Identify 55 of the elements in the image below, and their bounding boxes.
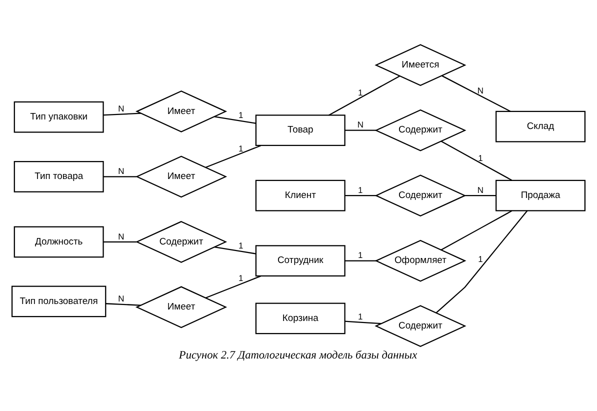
connector	[103, 112, 141, 116]
edge-label: 1	[358, 250, 363, 260]
node-diamond: Имеется	[374, 44, 466, 86]
node-box: Тип пользователя	[11, 286, 106, 318]
connector	[103, 241, 136, 242]
connector	[440, 140, 512, 181]
node-box: Тип упаковки	[14, 101, 104, 133]
connector	[205, 276, 262, 298]
node-box: Тип товара	[14, 160, 104, 192]
connector	[345, 195, 376, 196]
node-box: Клиент	[255, 180, 346, 212]
edge-label: N	[357, 120, 364, 130]
connector	[345, 260, 376, 262]
node-diamond: Имеет	[135, 90, 228, 132]
edge-label: 1	[358, 312, 363, 322]
edge-label: N	[118, 166, 124, 176]
node-box: Корзина	[255, 302, 346, 334]
node-box: Склад	[496, 110, 586, 142]
connector	[214, 116, 256, 124]
edge-label: 1	[238, 240, 244, 251]
edge-label: 1	[238, 110, 244, 120]
node-diamond: Имеет	[135, 156, 228, 198]
connector	[465, 195, 496, 196]
node-diamond: Содержит	[374, 109, 466, 152]
connector	[345, 130, 376, 131]
connector	[440, 210, 512, 250]
connector	[436, 210, 528, 314]
node-box: Должность	[14, 226, 104, 258]
edge-label: N	[118, 231, 124, 242]
edge-label: 1	[358, 88, 363, 98]
edge-label: 1	[238, 143, 244, 154]
connector	[328, 76, 400, 116]
edge-label: 1	[478, 254, 483, 264]
node-box: Товар	[255, 114, 346, 146]
edge-label: N	[118, 294, 124, 304]
connector	[214, 246, 256, 254]
edge-label: N	[477, 184, 484, 195]
edge-label: 1	[238, 272, 244, 283]
connector	[106, 303, 141, 306]
node-diamond: Содержит	[374, 174, 466, 217]
caption: Рисунок 2.7 Датологическая модель базы данных	[178, 349, 418, 362]
edge-label: 1	[478, 152, 483, 163]
node-diamond: Имеет	[135, 286, 228, 328]
edge-label: N	[477, 86, 484, 96]
edge-label: 1	[358, 184, 363, 195]
node-diamond: Содержит	[135, 220, 228, 263]
node-box: Сотрудник	[255, 245, 346, 276]
connector	[103, 176, 136, 178]
edge-label: N	[118, 104, 124, 114]
connector	[442, 75, 511, 112]
connector	[344, 320, 382, 324]
node-diamond: Содержит	[374, 305, 466, 347]
connector	[205, 145, 262, 168]
node-box: Продажа	[496, 180, 586, 212]
node-diamond: Оформляет	[374, 240, 466, 282]
